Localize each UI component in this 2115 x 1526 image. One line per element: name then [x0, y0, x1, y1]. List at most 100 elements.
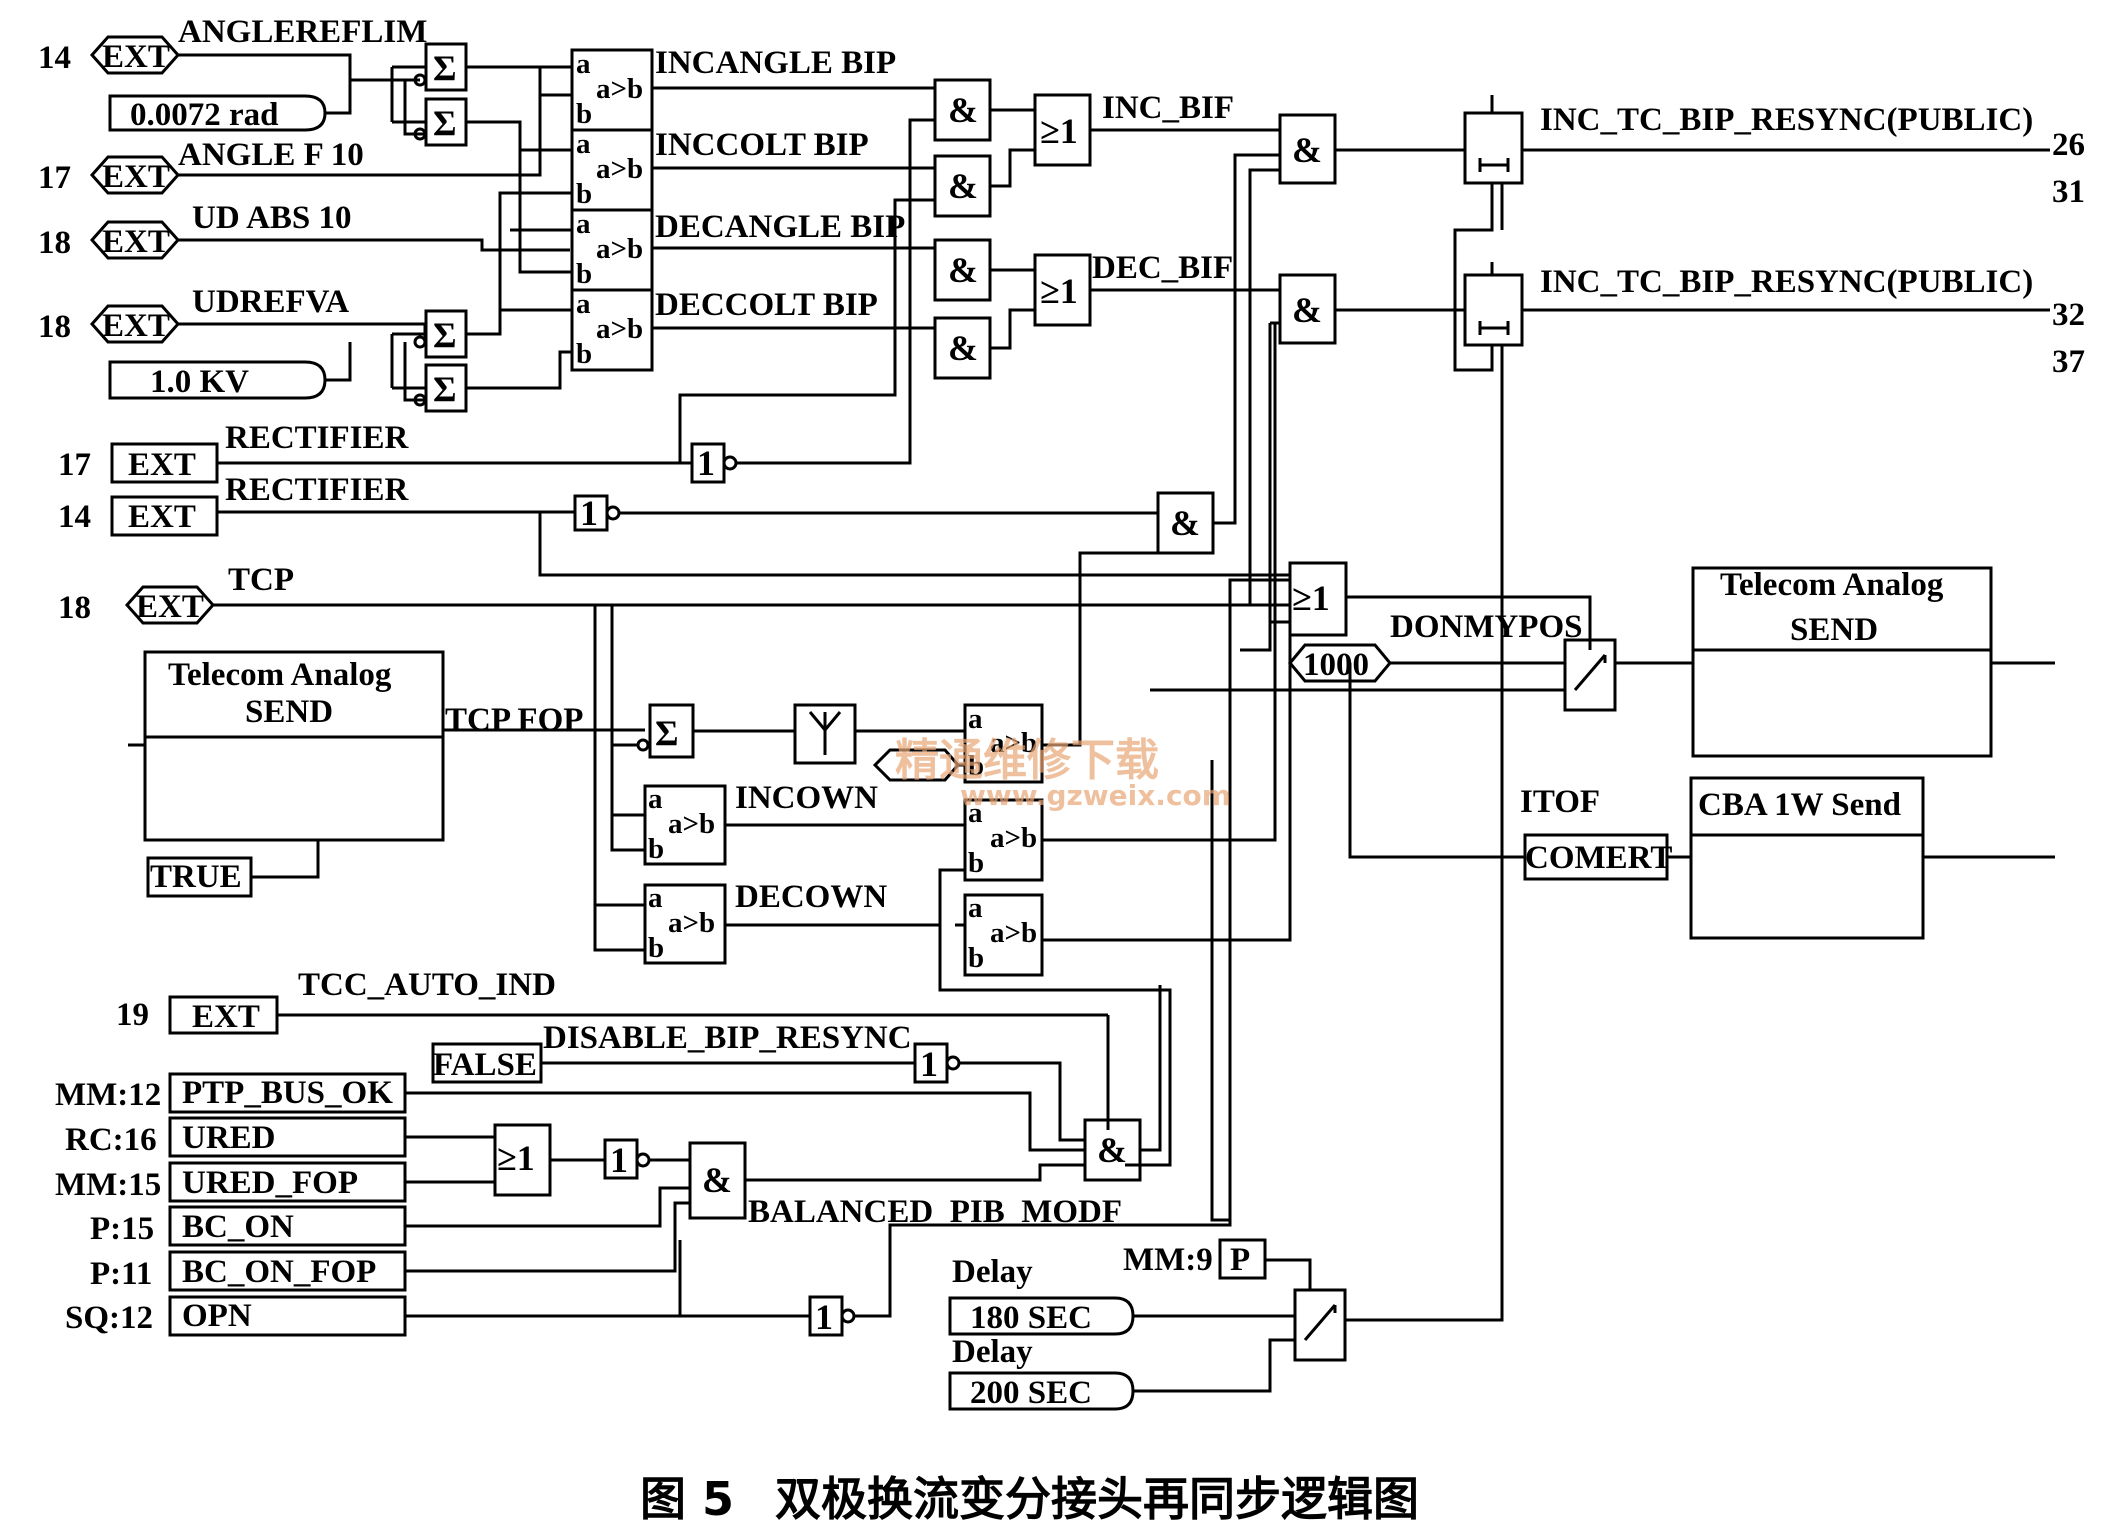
output-pin-32: 32 — [2052, 297, 2085, 333]
mm9-label: P — [1230, 1242, 1250, 1278]
label-tcc-auto: TCC_AUTO_IND — [298, 967, 556, 1003]
sum-sym-tcp: Σ — [655, 713, 679, 753]
ext-label-tcp: EXT — [136, 589, 204, 625]
signal-deccolt-bip: DECCOLT BIP — [655, 287, 878, 323]
cmp-decown-a: a — [648, 882, 663, 914]
cmp-a-4: a — [576, 288, 591, 320]
cmp-tcp3-a: a — [968, 892, 983, 924]
ext-box-rectifier-b — [110, 495, 219, 537]
cmp-b-1: b — [576, 98, 592, 130]
input-label-ured-fop: URED_FOP — [182, 1165, 358, 1201]
compare-block-deccolt — [570, 288, 654, 372]
cmp-tcp1-a: a — [968, 703, 983, 735]
output-resync-2: INC_TC_BIP_RESYNC(PUBLIC) — [1540, 264, 2033, 300]
telecom-right-title: Telecom Analog — [1720, 567, 1944, 603]
switch-donmypos — [1563, 638, 1617, 712]
cmp-incown-b: b — [648, 833, 664, 865]
or-sym-donmypos: ≥1 — [1292, 578, 1330, 618]
sum-symbol-4: Σ — [433, 369, 457, 409]
signal-incangle-bip: INCANGLE BIP — [655, 45, 896, 81]
pin-rc16: RC:16 — [65, 1122, 157, 1158]
ext-label-ud-abs10: EXT — [102, 224, 170, 260]
not-sym-rect-b: 1 — [580, 493, 598, 533]
cmp-tcp2-sym: a>b — [990, 822, 1037, 854]
pin-mm12: MM:12 — [55, 1077, 161, 1113]
ext-label-anglereflim: EXT — [102, 39, 170, 75]
signal-inccolt-bip: INCCOLT BIP — [655, 127, 869, 163]
pin-rectifier-b: 14 — [58, 499, 91, 535]
output-pin-37: 37 — [2052, 344, 2085, 380]
cmp-b-3: b — [576, 258, 592, 290]
cmp-b-2: b — [576, 178, 592, 210]
caption-text: 双极换流变分接头再同步逻辑图 — [775, 1472, 1419, 1526]
output-pin-26: 26 — [2052, 127, 2085, 163]
signal-incown: INCOWN — [735, 780, 878, 816]
pin-rectifier-a: 17 — [58, 447, 91, 483]
label-udrefva: UDREFVA — [192, 284, 349, 320]
delay1-label: Delay — [952, 1254, 1033, 1290]
const-rad-label: 0.0072 rad — [130, 97, 279, 133]
cmp-sym-2: a>b — [596, 153, 643, 185]
telecom-left-title: Telecom Analog — [168, 657, 392, 693]
signal-tcp-fop: TCP FOP — [445, 702, 583, 738]
cmp-tcp1-b: b — [968, 750, 984, 782]
ext-label-angle-f10: EXT — [102, 159, 170, 195]
sum-symbol-2: Σ — [433, 103, 457, 143]
not-sym-ured: 1 — [610, 1140, 628, 1180]
input-label-bc-on: BC_ON — [182, 1209, 294, 1245]
cmp-decown-sym: a>b — [668, 907, 715, 939]
resync-latch-2 — [1463, 273, 1524, 347]
pin-mm9: MM:9 — [1123, 1242, 1213, 1278]
not-sym-rect-a: 1 — [697, 443, 715, 483]
or-sym-inc: ≥1 — [1040, 111, 1078, 151]
or-sym-dec: ≥1 — [1040, 271, 1078, 311]
pin-p11: P:11 — [90, 1256, 152, 1292]
ext-label-rectifier-b: EXT — [128, 499, 196, 535]
watermark-cn: 精通维修下载 — [895, 735, 1159, 786]
input-label-ured: URED — [182, 1120, 276, 1156]
antenna-block — [793, 703, 857, 765]
const-kv-label: 1.0 KV — [150, 364, 249, 400]
sum-symbol-3: Σ — [433, 315, 457, 355]
cmp-sym-1: a>b — [596, 73, 643, 105]
pin-sq12: SQ:12 — [65, 1300, 153, 1336]
input-label-opn: OPN — [182, 1298, 252, 1334]
cmp-incown-sym: a>b — [668, 808, 715, 840]
caption-number: 图 5 — [640, 1472, 734, 1526]
watermark-url: www.gzweix.com — [960, 779, 1231, 812]
pin-angle-f10: 17 — [38, 160, 71, 196]
and-sym-inc: & — [1292, 130, 1322, 170]
input-label-bc-on-fop: BC_ON_FOP — [182, 1254, 376, 1290]
cmp-tcp2-b: b — [968, 847, 984, 879]
cmp-a-3: a — [576, 208, 591, 240]
label-anglereflim: ANGLEREFLIM — [178, 14, 427, 50]
and-sym-balanced: & — [702, 1160, 732, 1200]
pin-mm15: MM:15 — [55, 1167, 161, 1203]
cmp-b-4: b — [576, 338, 592, 370]
const-1000-label: 1000 — [1303, 647, 1369, 683]
signal-decangle-bip: DECANGLE BIP — [655, 209, 905, 245]
telecom-right-subtitle: SEND — [1790, 612, 1878, 648]
label-ud-abs10: UD ABS 10 — [192, 200, 352, 236]
or-gate-donmypos — [1288, 561, 1348, 637]
delay2-value: 200 SEC — [970, 1375, 1092, 1411]
cmp-tcp1-sym: a>b — [990, 727, 1037, 759]
pin-ud-abs10: 18 — [38, 225, 71, 261]
signal-balanced: BALANCED_PIB_MODF — [748, 1194, 1122, 1230]
const-true-label: TRUE — [150, 859, 242, 895]
cmp-sym-3: a>b — [596, 233, 643, 265]
and-sym-final: & — [1097, 1130, 1127, 1170]
cmp-a-2: a — [576, 128, 591, 160]
label-rectifier-b: RECTIFIER — [225, 472, 410, 508]
timer-switch — [1293, 1288, 1347, 1362]
sum-symbol-1: Σ — [433, 48, 457, 88]
label-angle-f10: ANGLE F 10 — [178, 137, 364, 173]
and-sym-3: & — [948, 250, 978, 290]
signal-decown: DECOWN — [735, 879, 887, 915]
signal-inc-bif: INC_BIF — [1102, 90, 1234, 126]
compare-block-tcp-3 — [963, 893, 1044, 977]
cba-title: CBA 1W Send — [1698, 787, 1901, 823]
and-sym-rectifier: & — [1170, 503, 1200, 543]
output-resync-1: INC_TC_BIP_RESYNC(PUBLIC) — [1540, 102, 2033, 138]
pin-udrefva: 18 — [38, 309, 71, 345]
